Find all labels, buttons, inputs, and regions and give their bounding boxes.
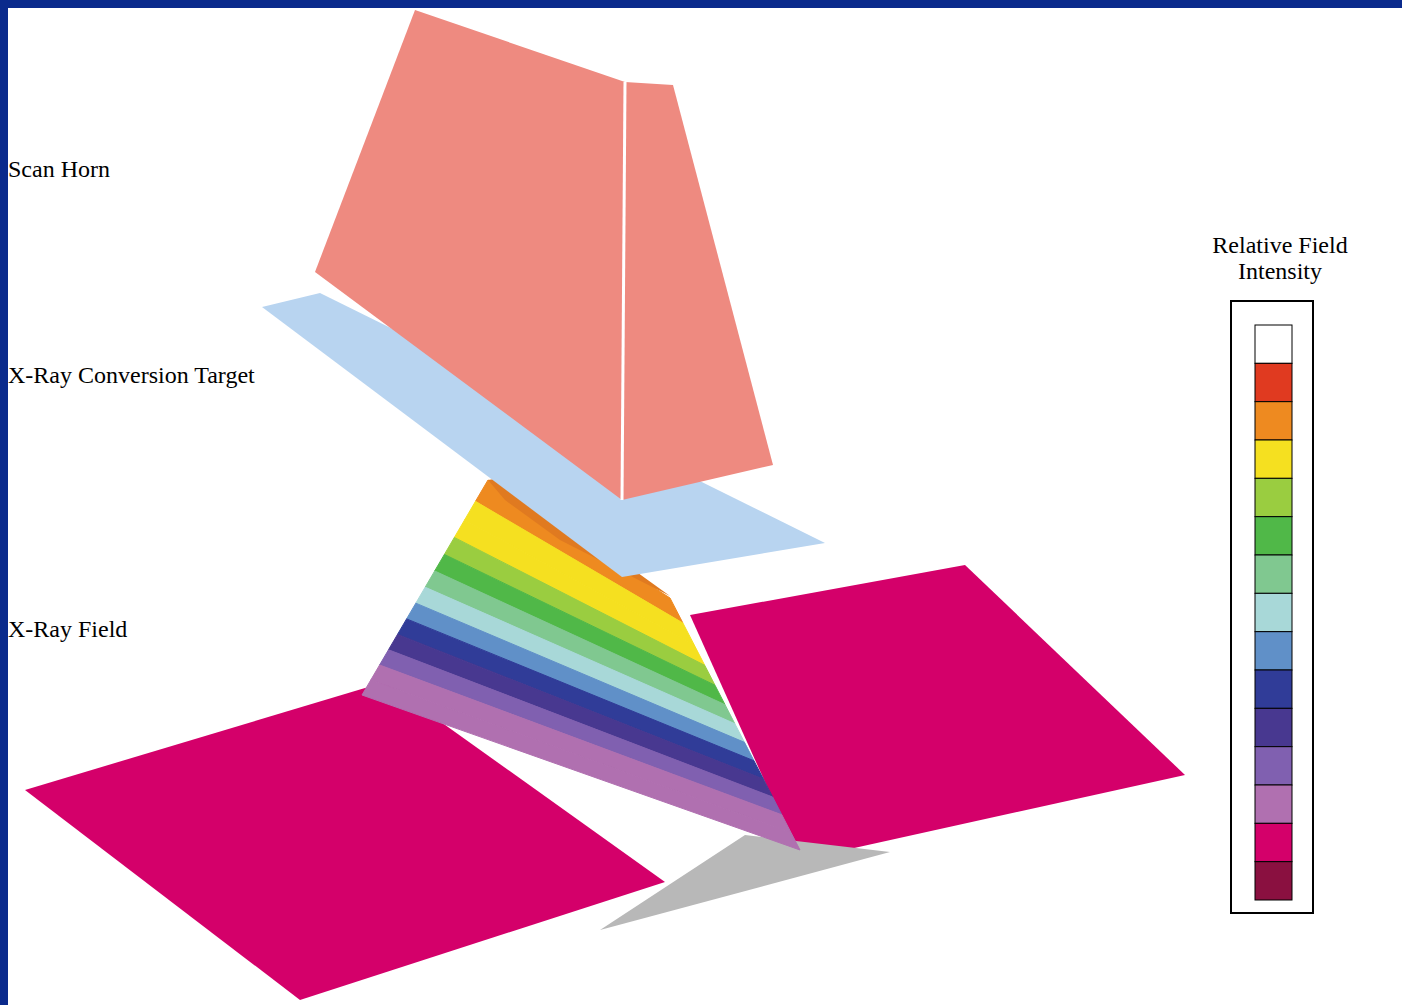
colorbar-cell xyxy=(1255,478,1292,516)
ground xyxy=(8,8,1402,1005)
colorbar-cell xyxy=(1255,440,1292,478)
colorbar-cell xyxy=(1255,862,1292,900)
colorbar-frame xyxy=(1231,301,1313,913)
colorbar-cell xyxy=(1255,363,1292,401)
colorbar-cell xyxy=(1255,517,1292,555)
colorbar-cell xyxy=(1255,785,1292,823)
field-shadow xyxy=(600,835,890,930)
colorbar-cell xyxy=(1255,670,1292,708)
part-label: X-Ray Field xyxy=(8,616,308,642)
part-label: X-Ray Conversion Target xyxy=(8,362,278,388)
colorbar-cell xyxy=(1255,823,1292,861)
colorbar-cell xyxy=(1255,632,1292,670)
colorbar-cell xyxy=(1255,708,1292,746)
scan-horn xyxy=(622,82,773,500)
part-label: Scan Horn xyxy=(8,156,308,182)
colorbar-cell xyxy=(1255,325,1292,363)
part-label: Relative Field Intensity xyxy=(1175,232,1385,284)
intensity-band xyxy=(380,650,782,815)
horn-edge xyxy=(622,82,625,500)
colorbar-cell xyxy=(1255,747,1292,785)
intensity-band xyxy=(362,680,800,850)
colorbar-cell xyxy=(1255,555,1292,593)
colorbar-cell xyxy=(1255,593,1292,631)
colorbar-cell xyxy=(1255,402,1292,440)
intensity-band xyxy=(371,665,791,832)
scan-horn xyxy=(315,10,625,500)
colorbar xyxy=(1255,325,1292,900)
